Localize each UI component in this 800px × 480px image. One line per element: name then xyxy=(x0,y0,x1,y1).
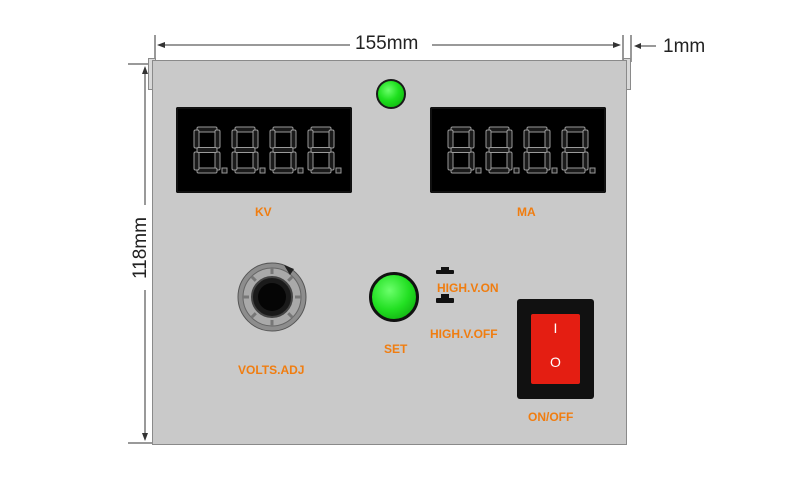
segment xyxy=(196,147,218,153)
decimal-point xyxy=(589,167,596,174)
volts-adjust-label: VOLTS.ADJ xyxy=(238,363,305,377)
power-on-mark: I xyxy=(553,320,558,336)
segment xyxy=(544,151,551,171)
segment xyxy=(272,126,294,133)
segment xyxy=(544,129,551,149)
segment xyxy=(447,151,454,171)
segment xyxy=(468,151,475,171)
segment xyxy=(252,151,259,171)
segment xyxy=(564,126,586,133)
decimal-point xyxy=(335,167,342,174)
decimal-point xyxy=(551,167,558,174)
segment xyxy=(582,129,589,149)
segment xyxy=(269,129,276,149)
decimal-point xyxy=(297,167,304,174)
segment xyxy=(310,167,332,174)
set-label: SET xyxy=(384,342,408,356)
segment xyxy=(526,167,548,174)
high-voltage-toggle-switch[interactable] xyxy=(432,264,458,308)
segment xyxy=(450,167,472,174)
segment xyxy=(307,151,314,171)
segment xyxy=(196,126,218,133)
kv-display xyxy=(176,107,352,193)
decimal-point xyxy=(259,167,266,174)
segment xyxy=(310,147,332,153)
segment xyxy=(468,129,475,149)
segment xyxy=(488,167,510,174)
segment xyxy=(523,151,530,171)
segment xyxy=(564,147,586,153)
segment xyxy=(290,129,297,149)
segment xyxy=(526,147,548,153)
high-voltage-off-label: HIGH.V.OFF xyxy=(430,327,498,341)
segment xyxy=(193,129,200,149)
segment xyxy=(561,129,568,149)
ma-display xyxy=(430,107,606,193)
segment xyxy=(561,151,568,171)
segment xyxy=(231,151,238,171)
kv-label: KV xyxy=(255,205,272,219)
decimal-point xyxy=(221,167,228,174)
segment xyxy=(214,129,221,149)
segment xyxy=(310,126,332,133)
segment xyxy=(234,147,256,153)
decimal-point xyxy=(475,167,482,174)
segment xyxy=(450,147,472,153)
segment xyxy=(231,129,238,149)
segment xyxy=(214,151,221,171)
power-rocker-switch[interactable]: I O xyxy=(531,314,580,384)
segment xyxy=(523,129,530,149)
segment xyxy=(582,151,589,171)
ma-seven-segment xyxy=(447,126,596,174)
segment xyxy=(564,167,586,174)
segment xyxy=(450,126,472,133)
segment xyxy=(272,147,294,153)
segment xyxy=(488,147,510,153)
volts-adjust-knob[interactable] xyxy=(232,257,312,337)
segment xyxy=(328,129,335,149)
segment xyxy=(290,151,297,171)
segment xyxy=(272,167,294,174)
segment xyxy=(193,151,200,171)
decimal-point xyxy=(513,167,520,174)
segment xyxy=(485,151,492,171)
segment xyxy=(196,167,218,174)
segment xyxy=(485,129,492,149)
segment xyxy=(526,126,548,133)
height-dimension-label: 118mm xyxy=(130,216,152,282)
segment xyxy=(234,167,256,174)
segment xyxy=(506,129,513,149)
power-off-mark: O xyxy=(550,354,561,370)
set-button[interactable] xyxy=(369,272,419,322)
power-switch-label: ON/OFF xyxy=(528,410,574,424)
thickness-dimension-label: 1mm xyxy=(663,36,706,57)
width-dimension-label: 155mm xyxy=(352,33,422,55)
high-voltage-on-label: HIGH.V.ON xyxy=(437,281,499,295)
segment xyxy=(234,126,256,133)
segment xyxy=(328,151,335,171)
segment xyxy=(488,126,510,133)
segment xyxy=(269,151,276,171)
segment xyxy=(447,129,454,149)
kv-seven-segment xyxy=(193,126,342,174)
ma-label: MA xyxy=(517,205,536,219)
power-indicator-led xyxy=(376,79,406,109)
segment xyxy=(307,129,314,149)
segment xyxy=(252,129,259,149)
segment xyxy=(506,151,513,171)
